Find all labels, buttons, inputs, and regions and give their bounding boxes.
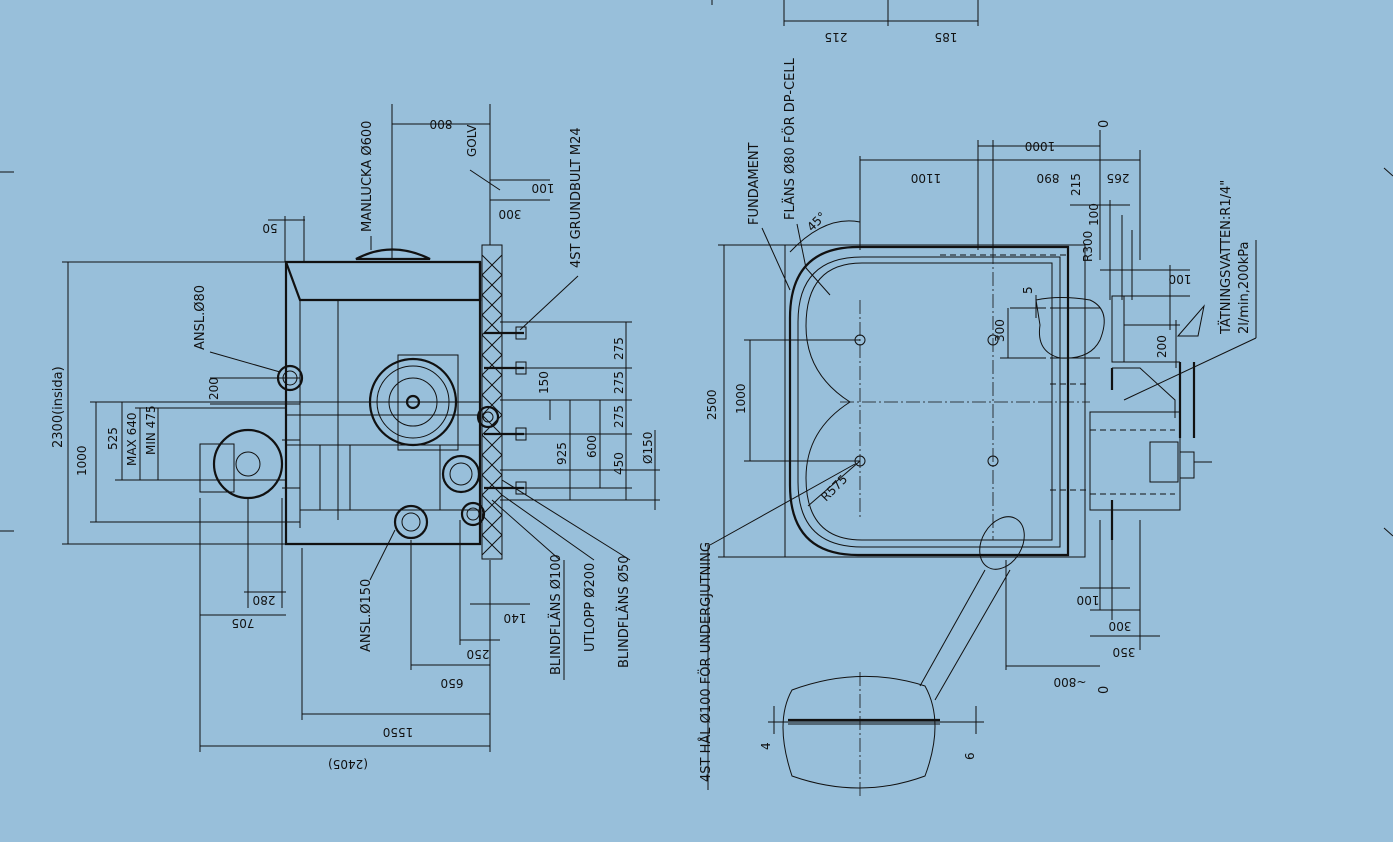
label-ansl80: ANSL.Ø80 xyxy=(193,285,208,350)
dim-1550: 1550 xyxy=(383,725,414,739)
label-zero-top: 0 xyxy=(1097,120,1112,128)
dim-200: 200 xyxy=(207,377,221,400)
dim-min475: MIN 475 xyxy=(144,405,158,455)
dim-r100: 100 xyxy=(1087,203,1101,226)
dim-2405: (2405) xyxy=(328,757,368,771)
tank-outline xyxy=(284,262,482,546)
label-blindflans100: BLINDFLÄNS Ø100 xyxy=(548,554,564,675)
dim-215: 215 xyxy=(825,30,848,44)
dim-100: 100 xyxy=(532,181,555,195)
dim-r890: 890 xyxy=(1037,171,1060,185)
blindflange-100 xyxy=(460,501,486,527)
label-fundament: FUNDAMENT xyxy=(747,142,762,225)
dim-r1000v: 1000 xyxy=(734,383,748,414)
dim-1000: 1000 xyxy=(75,445,89,476)
dim-r2500: 2500 xyxy=(705,389,719,420)
dim-2300-insida: 2300(insida) xyxy=(51,366,66,448)
dim-450: 450 xyxy=(612,452,626,475)
anchor-bolts xyxy=(484,326,527,495)
pencil-icon xyxy=(1176,304,1205,337)
dim-275-a: 275 xyxy=(612,337,626,360)
tank-top xyxy=(284,260,482,302)
dim-r300: 300 xyxy=(993,319,1007,342)
dim-650: 650 xyxy=(441,676,464,690)
outlet-flange xyxy=(441,454,481,494)
label-zero-bottom: 0 xyxy=(1097,686,1112,694)
manhole-cover xyxy=(355,248,431,261)
tank-plan-outline xyxy=(788,245,1070,557)
dim-150: 150 xyxy=(537,371,551,394)
label-utlopp200: UTLOPP Ø200 xyxy=(583,563,598,652)
label-r300: R300 xyxy=(1081,231,1095,262)
label-hal100: 4ST HÅL Ø100 FÖR UNDERGJUTNING xyxy=(697,542,714,782)
dim-r200: 200 xyxy=(1155,335,1169,358)
dim-r100b: 100 xyxy=(1169,272,1192,286)
nozzle-150 xyxy=(393,504,429,540)
label-grundbult: 4ST GRUNDBULT M24 xyxy=(569,127,584,268)
plan-view: 215 185 FUNDAMENT FLÄNS Ø80 FÖR DP-CELL … xyxy=(697,0,1393,798)
dim-r265: 265 xyxy=(1107,171,1130,185)
anchor-hole xyxy=(987,455,999,467)
dim-300: 300 xyxy=(499,207,522,221)
label-ansl150: ANSL.Ø150 xyxy=(359,579,374,652)
side-view: 800 50 MANLUCKA Ø600 GOLV 100 300 4ST GR… xyxy=(51,104,660,771)
dim-dia150: Ø150 xyxy=(641,432,655,464)
anchor-hole xyxy=(987,334,999,346)
dim-r215: 215 xyxy=(1069,173,1083,196)
dim-280: 280 xyxy=(253,593,276,607)
side-nozzle xyxy=(1035,297,1105,359)
label-manlucka: MANLUCKA Ø600 xyxy=(360,121,375,232)
plan-outlet xyxy=(1089,362,1212,540)
dim-r800: ~800 xyxy=(1054,675,1087,689)
detail-marker xyxy=(979,516,1025,570)
dim-r5: 5 xyxy=(1021,286,1035,294)
dim-800: 800 xyxy=(430,117,453,131)
dim-275-c: 275 xyxy=(612,405,626,428)
dim-r350: 350 xyxy=(1113,645,1136,659)
dim-50: 50 xyxy=(262,221,277,235)
dim-925: 925 xyxy=(555,442,569,465)
dim-705: 705 xyxy=(232,616,255,630)
flange-50 xyxy=(476,405,500,429)
dim-r6: 6 xyxy=(963,752,977,760)
dim-max640: MAX 640 xyxy=(125,412,139,466)
tank-plan-inner xyxy=(805,262,1053,541)
label-flans80: FLÄNS Ø80 FÖR DP-CELL xyxy=(781,57,798,220)
label-r575: R575 xyxy=(818,472,850,504)
dim-r1100: 1100 xyxy=(911,171,942,185)
label-golv: GOLV xyxy=(465,124,479,157)
dim-600: 600 xyxy=(585,435,599,458)
dim-140: 140 xyxy=(504,611,527,625)
dim-r100c: 100 xyxy=(1077,593,1100,607)
dim-r300b: 300 xyxy=(1109,619,1132,633)
dim-275-b: 275 xyxy=(612,371,626,394)
dim-185: 185 xyxy=(935,30,958,44)
dim-r1000: 1000 xyxy=(1025,139,1056,153)
detail-section: 4 6 xyxy=(759,672,984,798)
dim-525: 525 xyxy=(106,427,120,450)
dim-r4: 4 xyxy=(759,742,773,750)
label-tatning2: 2l/min,200kPa xyxy=(1237,242,1252,334)
dim-250: 250 xyxy=(467,647,490,661)
label-tatning1: TÄTNINGSVATTEN:R1/4" xyxy=(1218,180,1234,335)
label-blindflans50: BLINDFLÄNS Ø50 xyxy=(616,555,632,668)
